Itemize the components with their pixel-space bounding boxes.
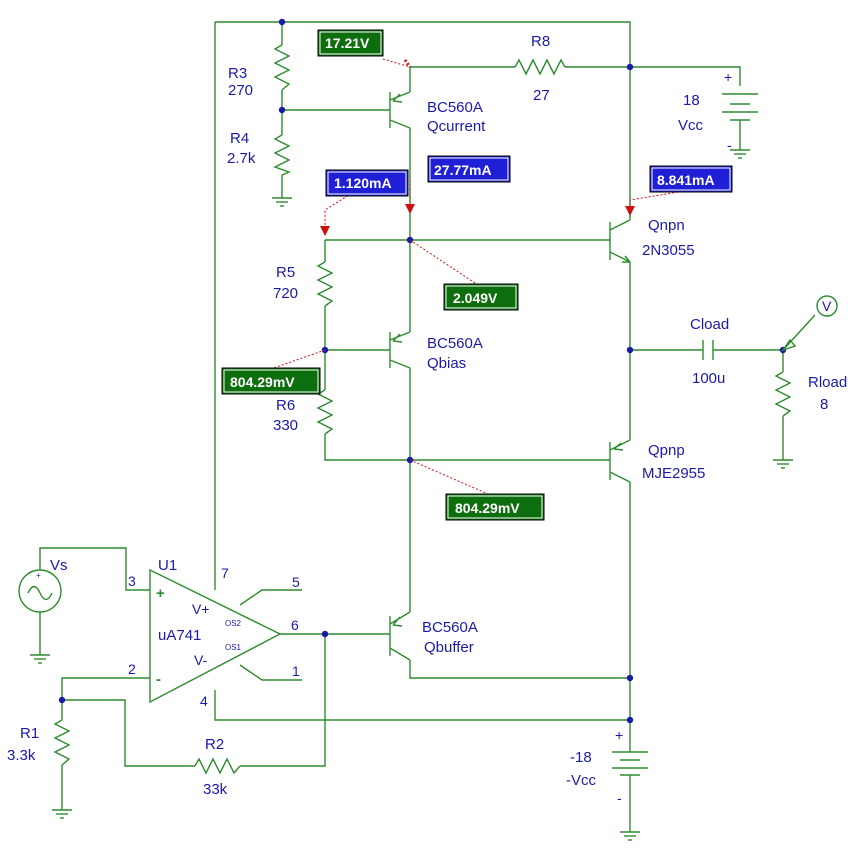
qbuffer-name: Qbuffer — [424, 639, 474, 656]
r2-value: 33k — [203, 781, 228, 798]
u1-vplus: V+ — [192, 601, 210, 617]
pin-4: 4 — [200, 693, 208, 709]
r2-name: R2 — [205, 736, 224, 753]
qpnp-model: MJE2955 — [642, 465, 705, 482]
u1-minus: - — [156, 671, 161, 688]
probe-i-qnpn-b[interactable]: 8.841mA — [649, 165, 733, 193]
r5-name: R5 — [276, 264, 295, 281]
vs-plus: + — [36, 571, 41, 580]
qbias-model: BC560A — [427, 335, 483, 352]
cload-value: 100u — [692, 370, 725, 387]
probe-v-qbias-b-value: 804.29mV — [230, 374, 295, 390]
ground-icon — [272, 197, 292, 207]
probe-leaders — [267, 58, 691, 498]
probe-i-r5-value: 1.120mA — [334, 175, 392, 191]
pin-1: 1 — [292, 663, 300, 679]
resistor-r2: R2 33k — [194, 736, 241, 798]
transistor-qbuffer: BC560A Qbuffer — [389, 611, 478, 661]
r1-name: R1 — [20, 725, 39, 742]
qbias-name: Qbias — [427, 355, 466, 372]
resistor-r4: R4 2.7k — [227, 130, 291, 176]
probe-v-qcurrent-e[interactable]: 17.21V — [317, 29, 384, 57]
probe-i-qcurrent-c-value: 27.77mA — [434, 162, 492, 178]
transistor-qpnp: Qpnp MJE2955 — [609, 439, 705, 483]
qcurrent-name: Qcurrent — [427, 118, 486, 135]
vcc-minus: - — [727, 137, 732, 153]
opamp-u1: U1 uA741 V+ V- OS2 OS1 + - 3 2 7 4 6 5 1 — [128, 557, 300, 709]
transistor-qnpn: Qnpn 2N3055 — [609, 217, 695, 263]
transistor-qcurrent: BC560A Qcurrent — [389, 91, 486, 135]
rload-value: 8 — [820, 396, 828, 413]
probe-v-qbias-e-value: 804.29mV — [455, 500, 520, 516]
probe-v-qbias-e[interactable]: 804.29mV — [445, 493, 545, 521]
rload-name: Rload — [808, 374, 847, 391]
u1-os2: OS2 — [225, 619, 242, 628]
ground-icon — [30, 654, 50, 664]
cload-name: Cload — [690, 316, 729, 333]
pin-3: 3 — [128, 573, 136, 589]
vee-name: -Vcc — [566, 772, 597, 789]
vee-minus: - — [617, 790, 622, 806]
resistor-r3: R3 270 — [228, 44, 291, 99]
vee-value: -18 — [570, 749, 592, 766]
resistor-rload: Rload 8 — [774, 371, 847, 417]
battery-vee: + - -18 -Vcc — [566, 727, 648, 806]
r1-value: 3.3k — [7, 747, 36, 764]
u1-model: uA741 — [158, 627, 201, 644]
battery-vcc: + - 18 Vcc — [678, 69, 758, 153]
r3-name: R3 — [228, 65, 247, 82]
r3-value: 270 — [228, 82, 253, 99]
r6-value: 330 — [273, 417, 298, 434]
qnpn-name: Qnpn — [648, 217, 685, 234]
transistor-qbias: BC560A Qbias — [389, 331, 483, 372]
ground-icon — [52, 809, 72, 819]
qcurrent-model: BC560A — [427, 99, 483, 116]
vs-name: Vs — [50, 557, 68, 574]
r8-value: 27 — [533, 87, 550, 104]
vcc-value: 18 — [683, 92, 700, 109]
probe-v-qnpn-b[interactable]: 2.049V — [443, 283, 519, 311]
pin-7: 7 — [221, 565, 229, 581]
resistor-r6: R6 330 — [273, 389, 334, 435]
probe-v-qcurrent-e-value: 17.21V — [325, 35, 370, 51]
voltmeter-symbol: V — [822, 298, 832, 314]
r4-name: R4 — [230, 130, 249, 147]
u1-plus: + — [156, 585, 165, 602]
resistor-r5: R5 720 — [273, 261, 334, 307]
qbuffer-model: BC560A — [422, 619, 478, 636]
probe-v-qbias-b[interactable]: 804.29mV — [221, 367, 321, 395]
resistor-r8: R8 27 — [514, 33, 566, 104]
r8-name: R8 — [531, 33, 550, 50]
probe-i-qnpn-b-value: 8.841mA — [657, 172, 715, 188]
u1-vminus: V- — [194, 652, 208, 668]
resistor-r1: R1 3.3k — [7, 719, 71, 766]
ground-icon — [730, 149, 750, 159]
probe-i-r5[interactable]: 1.120mA — [325, 169, 409, 197]
ground-symbols — [30, 149, 793, 841]
vcc-plus: + — [724, 69, 732, 85]
r6-name: R6 — [276, 397, 295, 414]
vee-plus: + — [615, 727, 623, 743]
r4-value: 2.7k — [227, 150, 256, 167]
r5-value: 720 — [273, 285, 298, 302]
wires — [39, 21, 784, 832]
capacitor-cload: Cload 100u — [690, 316, 729, 387]
pin-6: 6 — [291, 617, 299, 633]
u1-os1: OS1 — [225, 643, 242, 652]
pin-5: 5 — [292, 574, 300, 590]
u1-name: U1 — [158, 557, 177, 574]
ground-icon — [620, 831, 640, 841]
probe-v-qnpn-b-value: 2.049V — [453, 290, 498, 306]
voltmeter-probe[interactable]: V — [781, 295, 838, 352]
ac-source-vs: + Vs — [18, 557, 68, 613]
ground-icon — [773, 459, 793, 469]
probe-i-qcurrent-c[interactable]: 27.77mA — [427, 155, 511, 183]
qpnp-name: Qpnp — [648, 442, 685, 459]
vcc-name: Vcc — [678, 117, 704, 134]
pin-2: 2 — [128, 661, 136, 677]
qnpn-model: 2N3055 — [642, 242, 695, 259]
